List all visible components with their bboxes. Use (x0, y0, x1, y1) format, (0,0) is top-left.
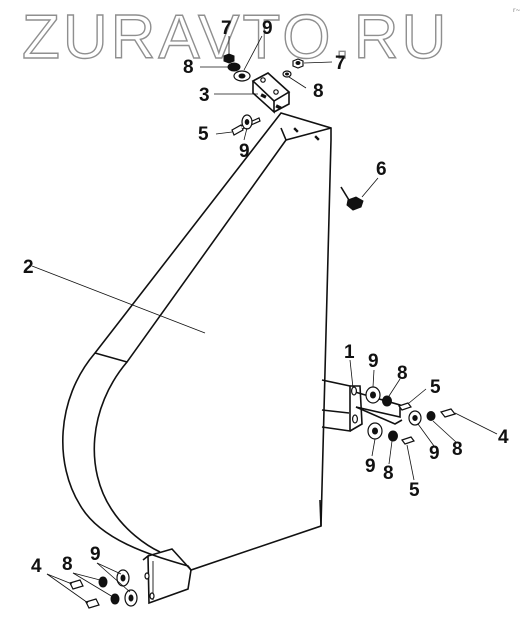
label-part-9-right-upper: 9 (368, 351, 379, 372)
label-part-9-right-lower: 9 (365, 456, 376, 477)
label-part-8-top-left: 8 (183, 57, 194, 78)
part-labels: 1 2 3 4 4 5 5 5 6 7 7 8 8 8 8 8 8 9 9 9 … (23, 18, 509, 577)
label-part-1: 1 (344, 342, 355, 363)
label-part-8-bottom: 8 (62, 554, 73, 575)
label-part-4-right: 4 (498, 427, 509, 448)
label-part-3: 3 (199, 85, 210, 106)
label-part-8-right-upper: 8 (397, 363, 408, 384)
leader-lines (31, 35, 498, 604)
label-part-8-top-right: 8 (313, 81, 324, 102)
label-part-8-right-lower: 8 (383, 463, 394, 484)
label-part-6: 6 (376, 159, 387, 180)
top-bracket (251, 72, 291, 114)
top-hardware (223, 53, 364, 211)
label-part-7-right: 7 (335, 53, 346, 74)
label-part-2: 2 (23, 257, 34, 278)
label-part-9-right-far: 9 (429, 443, 440, 464)
label-part-5-right-lower: 5 (409, 480, 420, 501)
label-part-9-bolt: 9 (239, 141, 250, 162)
label-part-5-top: 5 (198, 124, 209, 145)
label-part-9-top: 9 (262, 18, 273, 39)
label-part-5-right-upper: 5 (430, 377, 441, 398)
corner-mark: r~ (513, 7, 521, 14)
label-part-9-bottom: 9 (90, 544, 101, 565)
label-part-4-bottom: 4 (31, 556, 42, 577)
label-part-8-right-far: 8 (452, 439, 463, 460)
watermark-text: ZURAVTO.RU (22, 3, 449, 72)
label-part-7-left: 7 (221, 18, 232, 39)
bottom-hardware (69, 569, 138, 609)
right-bracket (321, 379, 457, 445)
guard-body (62, 112, 332, 605)
